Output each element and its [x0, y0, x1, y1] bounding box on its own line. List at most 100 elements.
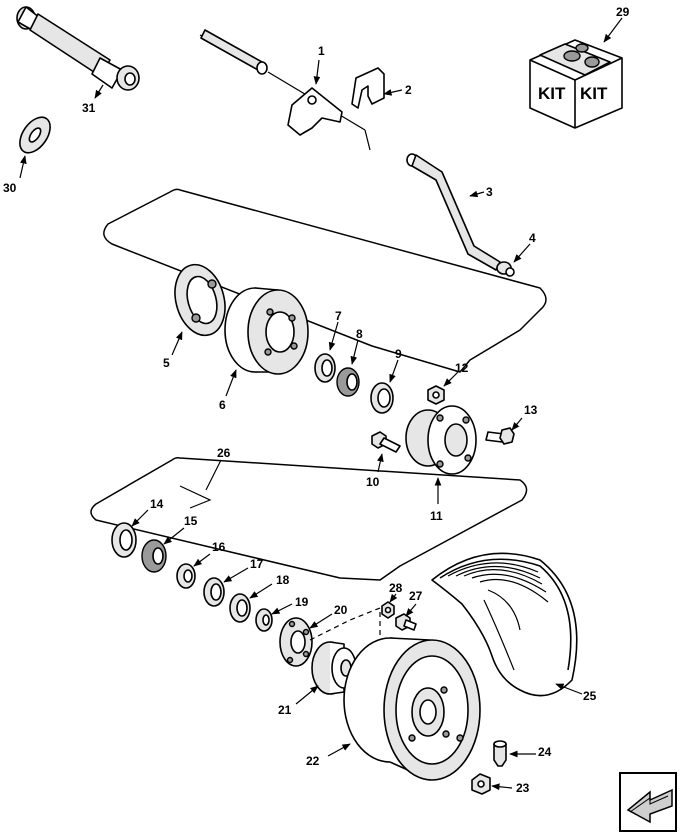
- leader-18: [249, 583, 273, 599]
- leader-29: [603, 17, 623, 43]
- leader-4: [513, 243, 531, 263]
- leader-10: [377, 453, 384, 473]
- leader-25: [555, 683, 583, 695]
- leader-2: [383, 89, 403, 96]
- callout-6: 6: [219, 398, 226, 412]
- part-6-brake-drum[interactable]: [224, 287, 309, 375]
- brake-line-group: [199, 29, 371, 151]
- leader-1: [313, 59, 321, 85]
- callout-15: 15: [184, 514, 198, 528]
- callout-21: 21: [278, 703, 292, 717]
- part-18-seal[interactable]: [229, 593, 251, 623]
- leader-15: [163, 527, 185, 545]
- callout-12: 12: [455, 361, 469, 375]
- leader-5: [171, 331, 183, 356]
- part-29-kit-box[interactable]: KIT KIT: [529, 39, 623, 129]
- callout-27: 27: [409, 589, 423, 603]
- kit-label-right: KIT: [580, 84, 608, 103]
- part-9-seal[interactable]: [370, 382, 394, 414]
- leader-20: [309, 613, 333, 629]
- part-30-washer[interactable]: [14, 112, 57, 159]
- callout-14: 14: [150, 497, 164, 511]
- callout-18: 18: [276, 573, 290, 587]
- callout-16: 16: [212, 540, 226, 554]
- page-navigation-arrow-icon[interactable]: [619, 772, 677, 832]
- part-4-fitting[interactable]: [496, 261, 515, 277]
- callout-3: 3: [486, 185, 493, 199]
- callout-20: 20: [334, 603, 348, 617]
- lower-assembly-outline: [90, 457, 528, 581]
- leader-19: [271, 603, 293, 615]
- callout-2: 2: [405, 83, 412, 97]
- callout-23: 23: [516, 781, 530, 795]
- leader-9: [389, 359, 399, 383]
- part-8-bearing-cone[interactable]: [336, 367, 360, 397]
- callout-4: 4: [529, 231, 536, 245]
- callout-24: 24: [538, 745, 552, 759]
- leader-30: [19, 155, 27, 179]
- callout-28: 28: [389, 581, 403, 595]
- part-20-flange[interactable]: [279, 617, 313, 667]
- part-24-valve-stem[interactable]: [493, 740, 507, 767]
- leader-21: [295, 685, 319, 705]
- part-15-bearing-cone[interactable]: [141, 539, 167, 573]
- leader-26: [205, 459, 222, 491]
- leader-31: [94, 84, 104, 99]
- part-13-bolt[interactable]: [485, 427, 515, 445]
- callout-5: 5: [163, 356, 170, 370]
- callout-13: 13: [524, 403, 538, 417]
- part-7-bearing-cup[interactable]: [314, 353, 336, 383]
- leader-23: [491, 783, 513, 791]
- part-25-tire[interactable]: [431, 552, 578, 697]
- leader-13: [511, 417, 523, 431]
- leader-12: [443, 371, 459, 387]
- leader-27: [405, 603, 417, 617]
- leader-8: [350, 339, 359, 365]
- callout-29: 29: [616, 5, 630, 19]
- part-11-hub[interactable]: [405, 405, 477, 475]
- leader-17: [223, 567, 249, 583]
- part-14-bearing-cup[interactable]: [111, 522, 137, 558]
- part-1-bracket[interactable]: [287, 87, 343, 136]
- callout-31: 31: [82, 101, 96, 115]
- part-22-wheel-rim[interactable]: [343, 637, 481, 781]
- part-31-hose[interactable]: [16, 6, 140, 91]
- callout-8: 8: [356, 327, 363, 341]
- part-17-seal[interactable]: [203, 577, 225, 607]
- part-5-backing-plate[interactable]: [168, 259, 233, 341]
- callout-labels: 1 2 3 4 5 6 7 8 9 10 11 12 13 14 15 16 1…: [3, 5, 630, 795]
- leader-16: [193, 553, 211, 567]
- part-28-nut[interactable]: [381, 601, 395, 619]
- callout-30: 30: [3, 181, 17, 195]
- leader-28: [389, 593, 398, 603]
- leader-14: [131, 509, 149, 527]
- leader-6: [225, 369, 237, 397]
- callout-10: 10: [366, 475, 380, 489]
- part-27-bolt[interactable]: [395, 613, 417, 631]
- leader-22: [327, 743, 351, 757]
- part-12-nut[interactable]: [427, 385, 445, 405]
- part-19-washer[interactable]: [255, 608, 273, 632]
- leader-3: [469, 190, 485, 198]
- part-10-stud[interactable]: [371, 431, 401, 453]
- callout-25: 25: [583, 689, 597, 703]
- callout-22: 22: [306, 754, 320, 768]
- part-2-clip[interactable]: [351, 67, 385, 109]
- part-23-nut[interactable]: [471, 773, 491, 795]
- callout-19: 19: [295, 595, 309, 609]
- callout-11: 11: [430, 509, 443, 523]
- part-21-hub[interactable]: [311, 641, 357, 695]
- callout-9: 9: [395, 347, 402, 361]
- callout-7: 7: [335, 309, 342, 323]
- bracket-26: [179, 485, 212, 509]
- callout-17: 17: [250, 557, 264, 571]
- callout-1: 1: [318, 44, 325, 58]
- leader-7: [328, 321, 339, 351]
- part-hard-line: [200, 29, 263, 71]
- upper-assembly-outline: [103, 188, 547, 373]
- kit-label-left: KIT: [538, 84, 566, 103]
- callout-26: 26: [217, 446, 231, 460]
- part-3-brake-line[interactable]: [406, 153, 501, 271]
- part-16-spacer[interactable]: [176, 563, 196, 589]
